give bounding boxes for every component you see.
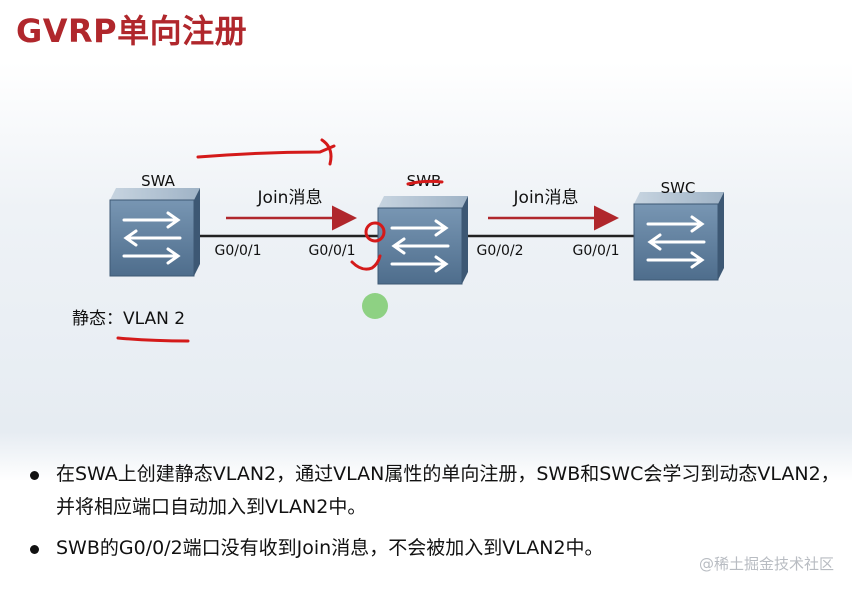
static-vlan-label: 静态：VLAN 2 (72, 309, 185, 329)
swc-switch-icon (633, 192, 724, 281)
slide-title: GVRP单向注册 (16, 12, 248, 50)
swa-port-g001: G0/0/1 (214, 243, 261, 259)
annotation-scribble-arrow (196, 138, 336, 166)
text-background (0, 432, 852, 596)
swb-switch-icon (377, 196, 468, 285)
bullet-list: 在SWA上创建静态VLAN2，通过VLAN属性的单向注册，SWB和SWC会学习到… (30, 458, 842, 565)
join-message-label-1: Join消息 (257, 188, 323, 208)
bullet-item: SWB的G0/0/2端口没有收到Join消息，不会被加入到VLAN2中。 (30, 532, 842, 565)
annotation-underline-vlan (116, 336, 190, 343)
swb-port-g001: G0/0/1 (308, 243, 355, 259)
swc-port-g001: G0/0/1 (572, 243, 619, 259)
pointer-dot (362, 293, 388, 319)
join-message-label-2: Join消息 (513, 188, 579, 208)
swc-label: SWC (661, 179, 696, 197)
swb-port-g002: G0/0/2 (476, 243, 523, 259)
bullet-text-1: 在SWA上创建静态VLAN2，通过VLAN属性的单向注册，SWB和SWC会学习到… (56, 463, 840, 518)
bullet-dot (30, 471, 39, 480)
annotation-underline-swb (406, 179, 444, 186)
swa-label: SWA (141, 172, 176, 190)
annotation-check-mark (350, 254, 382, 271)
swa-switch-icon (109, 188, 200, 277)
network-diagram: SWA SWB SWC Join消息 Join消息 G0/0/1 G0/0/1 … (72, 138, 724, 343)
watermark: @稀土掘金技术社区 (698, 555, 834, 573)
bullet-text-2: SWB的G0/0/2端口没有收到Join消息，不会被加入到VLAN2中。 (56, 537, 604, 559)
bullet-item: 在SWA上创建静态VLAN2，通过VLAN属性的单向注册，SWB和SWC会学习到… (30, 458, 842, 524)
bullet-dot (30, 545, 39, 554)
annotation-port-circle (364, 221, 386, 243)
